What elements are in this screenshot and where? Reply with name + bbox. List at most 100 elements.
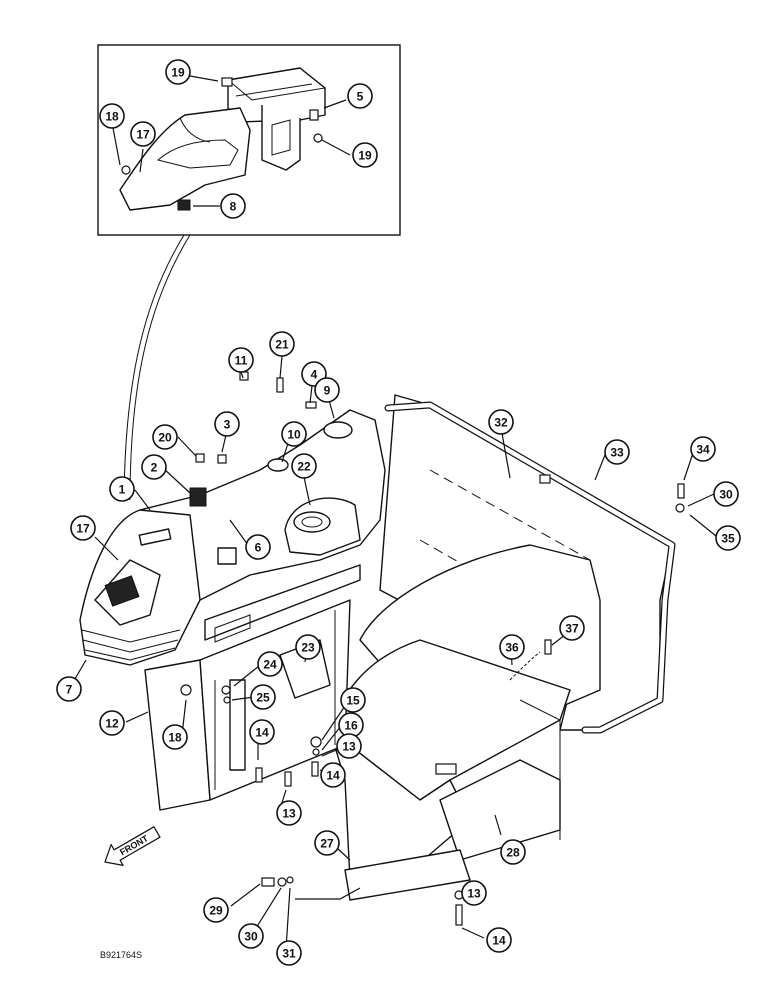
- callout-9: 9: [314, 377, 340, 403]
- callout-number: 32: [494, 416, 508, 430]
- callout-circle: [713, 481, 739, 507]
- callout-number: 3: [224, 418, 231, 432]
- callout-number: 22: [297, 460, 311, 474]
- callout-33: 33: [604, 439, 630, 465]
- callout-circle: [249, 719, 275, 745]
- callout-number: 36: [505, 641, 519, 655]
- callout-number: 27: [320, 837, 334, 851]
- callout-15: 15: [340, 687, 366, 713]
- callout-circle: [295, 634, 321, 660]
- callout-number: 13: [282, 807, 296, 821]
- callout-circle: [715, 525, 741, 551]
- callout-number: 19: [171, 66, 185, 80]
- callout-circle: [488, 409, 514, 435]
- callout-circle: [99, 710, 125, 736]
- callout-number: 24: [263, 658, 277, 672]
- callout-circle: [245, 534, 271, 560]
- callout-number: 14: [492, 934, 506, 948]
- detail-inset: [97, 44, 401, 236]
- callout-circle: [203, 897, 229, 923]
- callout-17: 17: [130, 121, 156, 147]
- callout-circle: [559, 615, 585, 641]
- callout-circle: [228, 347, 254, 373]
- callout-circle: [281, 421, 307, 447]
- callout-circle: [690, 436, 716, 462]
- callout-number: 34: [696, 443, 710, 457]
- callout-circle: [99, 103, 125, 129]
- callout-number: 19: [358, 149, 372, 163]
- callout-28: 28: [500, 839, 526, 865]
- callout-24: 24: [257, 651, 283, 677]
- detail-reference-curve-2: [123, 234, 185, 501]
- callout-number: 4: [311, 368, 318, 382]
- callout-number: 18: [168, 731, 182, 745]
- callout-circle: [604, 439, 630, 465]
- callout-circle: [291, 453, 317, 479]
- callout-circle: [165, 59, 191, 85]
- callout-circle: [500, 839, 526, 865]
- hardware: [180, 371, 685, 926]
- callout-number: 2: [151, 461, 158, 475]
- callout-number: 31: [282, 947, 296, 961]
- callout-13: 13: [276, 800, 302, 826]
- callout-number: 28: [506, 846, 520, 860]
- callout-number: 5: [357, 90, 364, 104]
- callout-number: 8: [230, 200, 237, 214]
- callout-circle: [152, 424, 178, 450]
- callout-circle: [56, 676, 82, 702]
- callout-21: 21: [269, 331, 295, 357]
- callout-19: 19: [165, 59, 191, 85]
- callout-34: 34: [690, 436, 716, 462]
- callout-18: 18: [162, 724, 188, 750]
- callout-number: 35: [721, 532, 735, 546]
- callout-6: 6: [245, 534, 271, 560]
- callout-number: 30: [244, 930, 258, 944]
- callout-number: 13: [467, 887, 481, 901]
- side-console: [79, 409, 386, 666]
- callout-17: 17: [70, 515, 96, 541]
- callout-number: 12: [105, 717, 119, 731]
- callout-14: 14: [486, 927, 512, 953]
- callout-circle: [257, 651, 283, 677]
- callout-circle: [320, 762, 346, 788]
- callout-14: 14: [320, 762, 346, 788]
- callout-32: 32: [488, 409, 514, 435]
- callout-7: 7: [56, 676, 82, 702]
- callout-number: 10: [287, 428, 301, 442]
- callout-20: 20: [152, 424, 178, 450]
- callout-25: 25: [250, 684, 276, 710]
- callout-number: 6: [255, 541, 262, 555]
- callout-30: 30: [238, 923, 264, 949]
- callout-22: 22: [291, 453, 317, 479]
- callout-29: 29: [203, 897, 229, 923]
- callout-circle: [162, 724, 188, 750]
- callout-circle: [70, 515, 96, 541]
- callout-number: 23: [301, 641, 315, 655]
- callout-circle: [499, 634, 525, 660]
- callout-circle: [340, 687, 366, 713]
- callout-11: 11: [228, 347, 254, 373]
- callout-13: 13: [336, 733, 362, 759]
- callout-1: 1: [109, 476, 135, 502]
- callout-2: 2: [141, 454, 167, 480]
- callout-circle: [486, 927, 512, 953]
- callout-30: 30: [713, 481, 739, 507]
- callout-31: 31: [276, 940, 302, 966]
- callout-12: 12: [99, 710, 125, 736]
- callout-circle: [314, 830, 340, 856]
- drawing-code: B921764S: [100, 950, 142, 960]
- callout-number: 33: [610, 446, 624, 460]
- front-arrow: FRONT: [104, 826, 161, 866]
- callout-13: 13: [461, 880, 487, 906]
- callout-circle: [269, 331, 295, 357]
- callout-circle: [141, 454, 167, 480]
- callout-circle: [314, 377, 340, 403]
- callout-14: 14: [249, 719, 275, 745]
- callout-circle: [276, 800, 302, 826]
- callout-circle: [130, 121, 156, 147]
- callout-circle: [352, 142, 378, 168]
- callout-number: 9: [324, 384, 331, 398]
- callout-number: 37: [565, 622, 579, 636]
- callout-10: 10: [281, 421, 307, 447]
